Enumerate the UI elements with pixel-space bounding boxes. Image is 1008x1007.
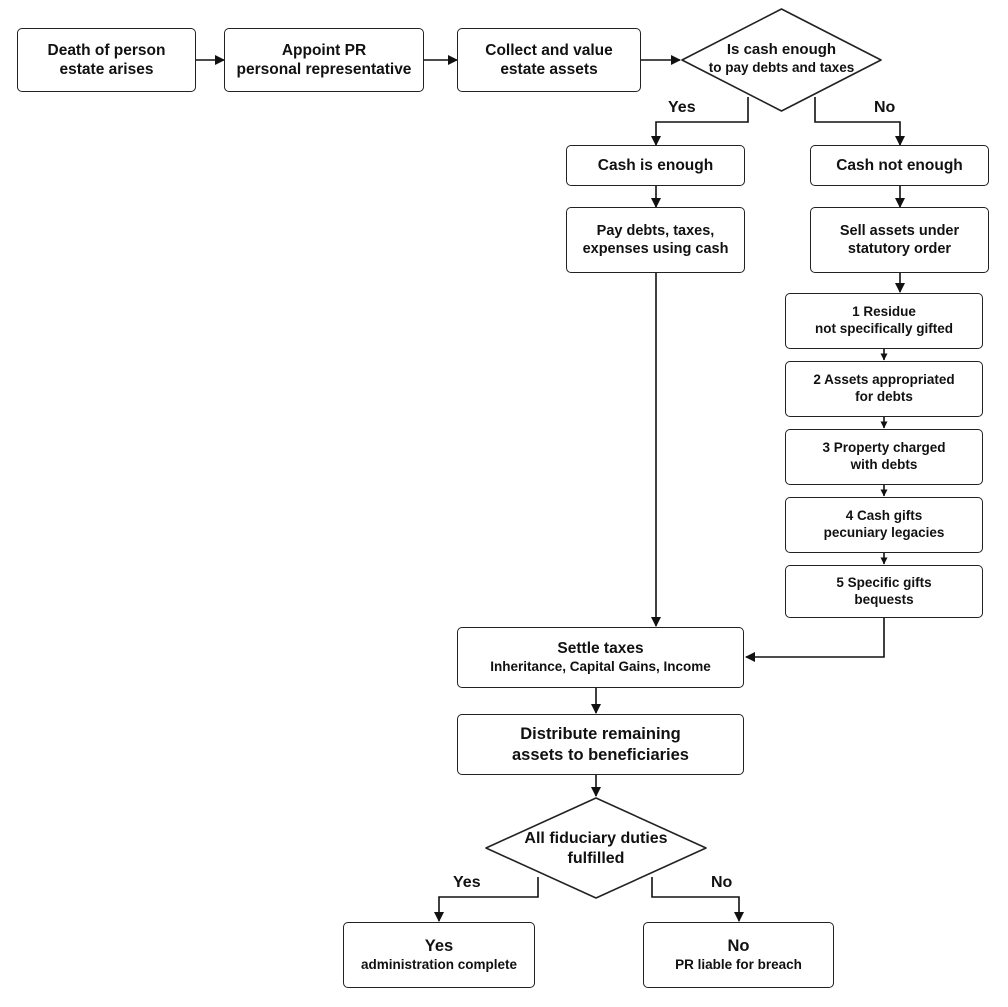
decision-cash-diamond	[681, 8, 882, 112]
node-pay-debts: Pay debts, taxes,expenses using cash	[566, 207, 745, 273]
edge-cash-yes	[651, 97, 749, 146]
label-cash-yes: Yes	[668, 99, 696, 116]
edge-duties-yes	[434, 877, 539, 922]
label-cash-no: No	[874, 99, 896, 116]
decision-cash-text: Is cash enough to pay debts and taxes	[708, 41, 855, 75]
decision-duties-text: All fiduciary duties fulfilled	[524, 830, 668, 867]
label-duties-yes: Yes	[453, 874, 481, 891]
node-pr-liable: No PR liable for breach	[643, 922, 834, 988]
edge-duties-no	[651, 877, 744, 922]
node-cash-enough: Cash is enough	[566, 145, 745, 186]
edge-cash-no	[814, 97, 905, 146]
label-duties-no: No	[711, 874, 733, 891]
edge-order5-settle	[745, 618, 885, 662]
decision-duties-diamond	[485, 797, 707, 899]
node-cash-not-enough: Cash not enough	[810, 145, 989, 186]
node-administration-complete: Yes administration complete	[343, 922, 535, 988]
node-distribute: Distribute remaining assets to beneficia…	[457, 714, 744, 775]
node-settle-taxes: Settle taxes Inheritance, Capital Gains,…	[457, 627, 744, 688]
